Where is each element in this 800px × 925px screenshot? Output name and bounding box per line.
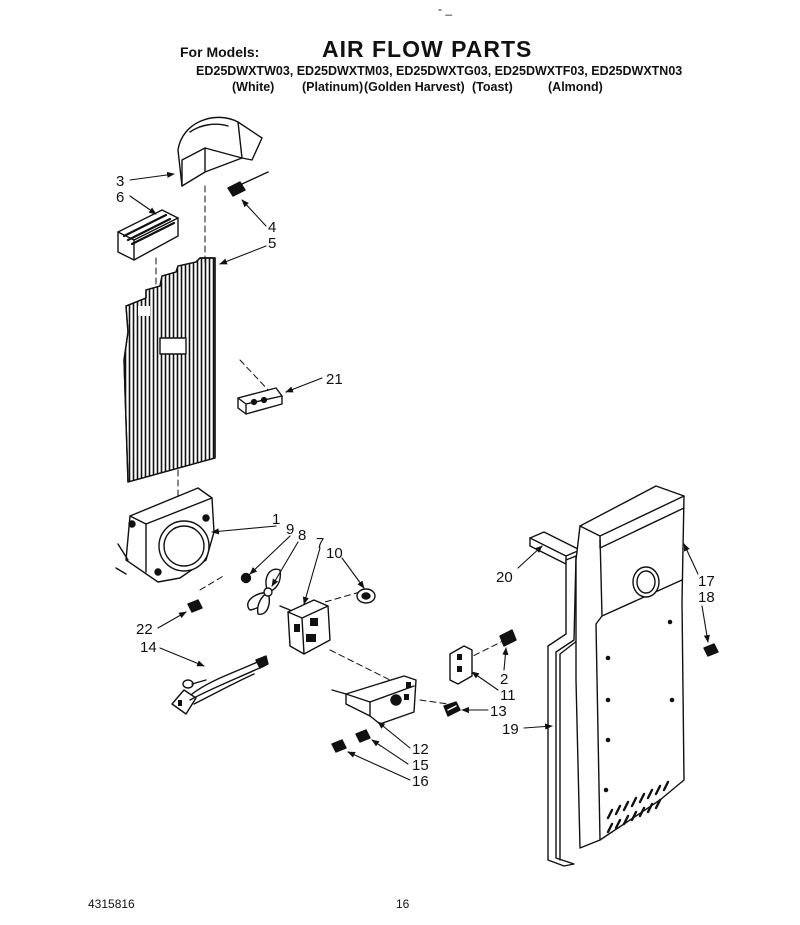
finish-white: (White) bbox=[232, 80, 275, 94]
part-18-screw bbox=[703, 643, 719, 657]
part-11-bracket bbox=[449, 645, 473, 685]
for-models-label: For Models: bbox=[180, 44, 260, 60]
callout-4: 4 bbox=[268, 219, 276, 236]
finish-toast: (Toast) bbox=[472, 80, 513, 94]
callout-7: 7 bbox=[316, 535, 324, 552]
part-1-fan-shroud bbox=[115, 487, 215, 583]
part-7-fan-motor bbox=[279, 599, 331, 655]
part-8-fan-blade bbox=[247, 568, 282, 615]
part-19-trim-strip bbox=[547, 555, 579, 867]
callout-15: 15 bbox=[412, 757, 429, 774]
callout-8: 8 bbox=[298, 527, 306, 544]
document-number: 4315816 bbox=[88, 897, 135, 911]
part-16-screw bbox=[331, 739, 347, 753]
leader-lines bbox=[129, 171, 710, 781]
part-17-rear-panel bbox=[575, 485, 685, 849]
part-2-screw bbox=[499, 629, 517, 647]
part-14-wire-harness bbox=[171, 655, 269, 715]
callout-19: 19 bbox=[502, 721, 519, 738]
scan-mark: - _ bbox=[438, 2, 453, 16]
part-6-louver bbox=[117, 209, 179, 261]
callout-14: 14 bbox=[140, 639, 157, 656]
part-22-screw bbox=[187, 599, 203, 613]
finish-platinum: (Platinum) bbox=[302, 80, 364, 94]
callout-10: 10 bbox=[326, 545, 343, 562]
callout-12: 12 bbox=[412, 741, 429, 758]
part-15-screw bbox=[355, 729, 371, 743]
callout-numbers: 3 6 4 5 21 1 9 8 7 10 22 14 20 17 18 2 1… bbox=[116, 173, 715, 790]
model-numbers: ED25DWXTW03, ED25DWXTM03, ED25DWXTG03, E… bbox=[196, 64, 683, 78]
part-12-motor-bracket bbox=[331, 675, 417, 725]
finish-almond: (Almond) bbox=[548, 80, 603, 94]
part-3-duct-cover bbox=[177, 116, 263, 187]
finish-golden-harvest: (Golden Harvest) bbox=[364, 80, 465, 94]
callout-22: 22 bbox=[136, 621, 153, 638]
part-21-clip bbox=[237, 387, 283, 415]
page-header: - _ For Models: AIR FLOW PARTS ED25DWXTW… bbox=[0, 0, 800, 100]
callout-9: 9 bbox=[286, 521, 294, 538]
callout-6: 6 bbox=[116, 189, 124, 206]
callout-3: 3 bbox=[116, 173, 124, 190]
part-13-grommet bbox=[443, 701, 461, 717]
callout-13: 13 bbox=[490, 703, 507, 720]
callout-16: 16 bbox=[412, 773, 429, 790]
callout-18: 18 bbox=[698, 589, 715, 606]
callout-2: 2 bbox=[500, 671, 508, 688]
part-9-nut bbox=[240, 572, 252, 584]
page-title: AIR FLOW PARTS bbox=[322, 36, 533, 62]
callout-11: 11 bbox=[500, 687, 516, 704]
part-4-screw bbox=[227, 171, 269, 197]
callout-17: 17 bbox=[698, 573, 715, 590]
callout-1: 1 bbox=[272, 511, 280, 528]
callout-20: 20 bbox=[496, 569, 513, 586]
part-5-evaporator-cover bbox=[123, 257, 216, 483]
callout-21: 21 bbox=[326, 371, 343, 388]
callout-5: 5 bbox=[268, 235, 276, 252]
page-number: 16 bbox=[396, 897, 410, 911]
part-10-grommet bbox=[356, 588, 376, 604]
